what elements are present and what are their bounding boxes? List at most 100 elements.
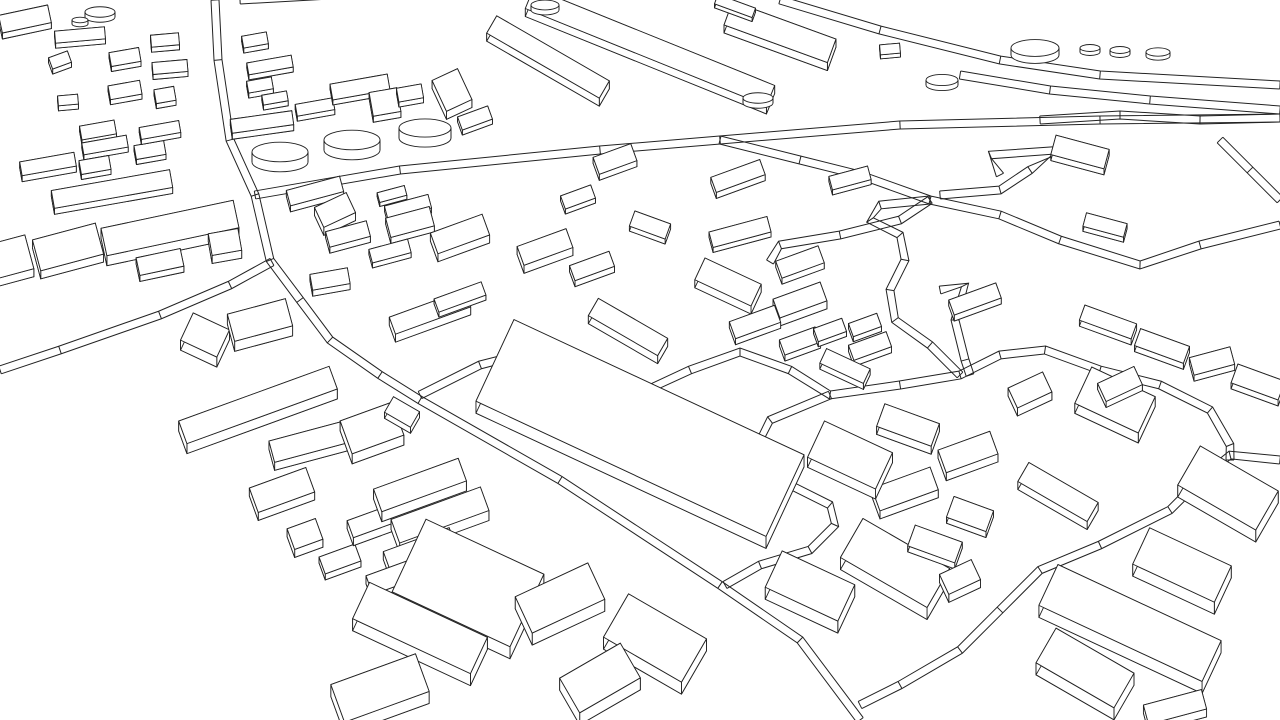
building — [728, 304, 782, 346]
building-roof — [78, 155, 112, 175]
road-edge — [720, 135, 1280, 262]
building-roof — [325, 220, 371, 248]
road-edge — [939, 153, 1059, 192]
building — [433, 281, 487, 318]
road-segment-tick — [778, 0, 781, 4]
building — [100, 199, 240, 267]
building — [19, 151, 77, 183]
building — [309, 267, 351, 297]
road-edge — [940, 145, 1063, 200]
building-roof — [150, 32, 180, 48]
road — [939, 145, 1063, 200]
building — [0, 234, 35, 287]
building — [431, 68, 473, 120]
building — [1038, 564, 1222, 694]
road-segment-tick — [1276, 199, 1280, 204]
building-roof — [246, 76, 274, 94]
building — [150, 32, 180, 53]
road-segment-tick — [857, 701, 863, 709]
building — [246, 54, 294, 81]
building — [813, 317, 847, 348]
building — [1097, 366, 1143, 408]
road-segment-tick — [898, 380, 902, 390]
building — [1017, 462, 1099, 530]
building-roof — [1078, 304, 1138, 340]
road-segment-tick — [787, 366, 793, 374]
road-segment-tick — [998, 351, 1002, 359]
road-edge — [1040, 118, 1280, 125]
road-segment-tick — [58, 346, 62, 354]
building-roof — [1050, 134, 1110, 170]
building — [764, 550, 856, 634]
road-segment-tick — [831, 522, 839, 528]
building-roof — [848, 331, 892, 361]
building-roof — [879, 42, 901, 56]
road-segment-tick — [1048, 85, 1052, 95]
building-roof — [1188, 346, 1236, 376]
building — [819, 348, 871, 390]
building-roof — [57, 93, 79, 107]
building-roof — [948, 282, 1002, 316]
building — [560, 184, 596, 215]
building — [151, 59, 189, 80]
road-segment-tick — [722, 581, 728, 589]
building — [229, 110, 295, 140]
road-edge — [1222, 136, 1280, 196]
road-segment-tick — [957, 646, 963, 654]
building-roof — [1134, 328, 1190, 364]
storage-tank — [323, 129, 381, 161]
building-roof — [376, 185, 408, 203]
building-roof — [318, 543, 362, 575]
building — [32, 222, 104, 280]
road-segment-tick — [1207, 406, 1213, 414]
building — [226, 298, 294, 352]
road-segment-tick — [266, 257, 274, 263]
building — [948, 282, 1002, 322]
building-roof — [151, 59, 189, 75]
storage-tank — [1109, 46, 1131, 58]
road-segment-tick — [718, 135, 722, 145]
road-segment-tick — [938, 285, 942, 295]
road-segment-tick — [326, 336, 334, 344]
building — [294, 97, 336, 122]
building-roof — [907, 524, 963, 564]
building — [373, 457, 467, 523]
building-roof — [728, 304, 782, 340]
road-segment-tick — [1037, 566, 1043, 574]
road-segment-tick — [1158, 381, 1162, 389]
building-roof — [764, 550, 856, 622]
building-roof — [108, 47, 142, 67]
building — [939, 559, 981, 603]
road-segment-tick — [996, 606, 1004, 614]
building-roof — [819, 348, 871, 384]
building-roof — [694, 257, 762, 307]
building — [946, 496, 994, 538]
building-roof — [603, 593, 707, 683]
road-segment-tick — [1226, 443, 1234, 447]
building-roof — [79, 119, 117, 141]
building — [628, 210, 672, 245]
road-segment-tick — [269, 258, 275, 266]
building — [261, 90, 289, 111]
storage-tank — [84, 6, 116, 23]
building — [828, 165, 872, 196]
building — [592, 143, 638, 181]
road-segment-tick — [253, 190, 257, 200]
building — [937, 430, 999, 482]
building-roof — [1097, 366, 1143, 402]
building — [178, 365, 338, 455]
tank-top — [251, 141, 309, 163]
building — [396, 83, 424, 108]
tank-top — [1079, 44, 1101, 52]
building-roof — [135, 248, 185, 276]
building-roof — [396, 83, 424, 103]
building-roof — [385, 206, 435, 238]
building-roof — [390, 486, 490, 544]
building — [1007, 371, 1053, 417]
building — [135, 248, 185, 282]
road — [718, 135, 1280, 270]
building-roof — [1082, 212, 1128, 238]
